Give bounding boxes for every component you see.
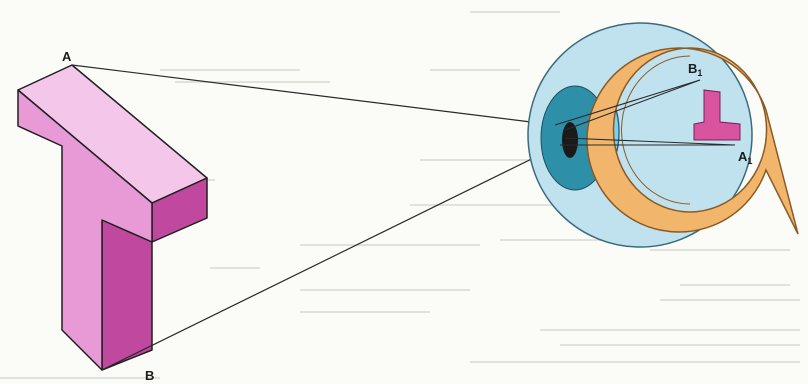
t-shaped-object [18, 65, 207, 370]
eye-cross-section [528, 23, 798, 247]
label-a1: A1 [738, 150, 752, 166]
pupil [562, 122, 578, 158]
label-a: A [62, 50, 71, 63]
label-b: B [145, 369, 154, 382]
label-b1: B1 [688, 62, 702, 78]
ray-top-to-pupil [72, 65, 555, 125]
